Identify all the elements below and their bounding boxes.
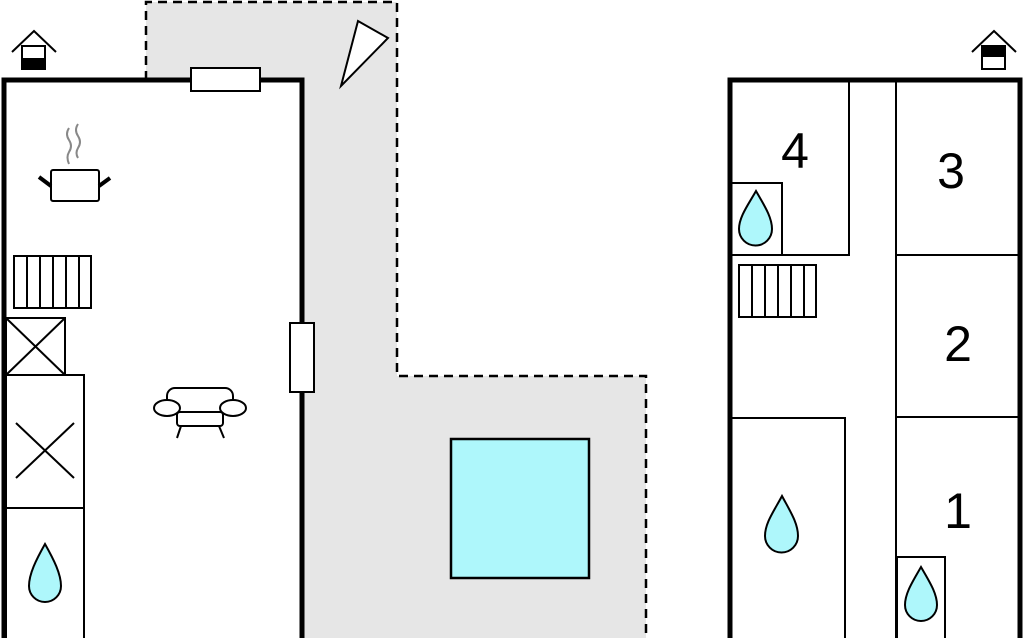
water-drop-icon <box>737 188 774 247</box>
upper-floor-outline <box>727 77 1023 638</box>
compass-triangle-icon <box>339 19 390 90</box>
sofa-icon <box>153 387 247 439</box>
radiator-icon <box>13 255 92 309</box>
interior-walls <box>729 80 1020 638</box>
room-1-label: 1 <box>944 483 972 539</box>
house-ground-floor-icon <box>11 29 57 70</box>
water-drop-icon <box>903 564 939 622</box>
water-drop-icon <box>27 541 63 603</box>
room-3-label: 3 <box>937 143 965 199</box>
swimming-pool <box>449 437 591 580</box>
window-right <box>289 322 315 393</box>
radiator-icon <box>738 264 817 318</box>
window-top <box>190 67 261 92</box>
water-drop-icon <box>763 493 800 554</box>
cabinet <box>5 374 85 638</box>
kitchen-pot-icon <box>37 123 112 202</box>
house-upper-floor-icon <box>971 29 1017 70</box>
room-4-label: 4 <box>781 123 809 179</box>
room-2-label: 2 <box>944 316 972 372</box>
terrace-boundary <box>144 0 648 638</box>
